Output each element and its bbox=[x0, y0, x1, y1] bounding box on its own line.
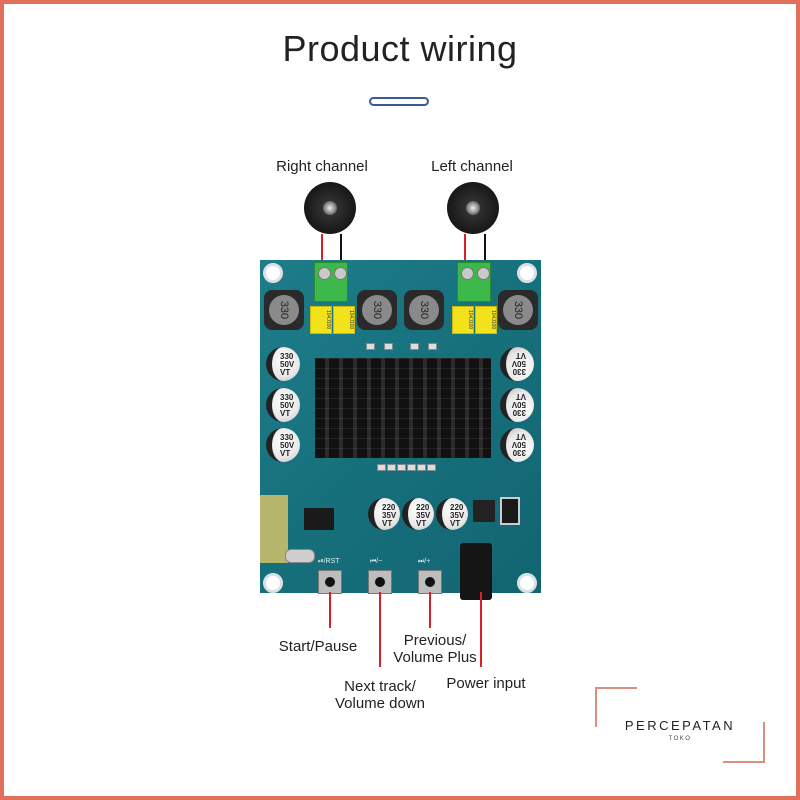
left-speaker-terminal bbox=[457, 262, 491, 302]
start-pause-pointer bbox=[329, 592, 331, 628]
heatsink bbox=[315, 358, 491, 458]
page-title: Product wiring bbox=[282, 28, 518, 69]
previous-label-line1: Previous/ bbox=[403, 632, 467, 649]
inductor: 330 bbox=[404, 290, 444, 330]
next-track-button[interactable] bbox=[368, 570, 392, 594]
mounting-hole bbox=[263, 263, 283, 283]
previous-silkscreen: ⏭/+ bbox=[418, 558, 431, 565]
film-capacitor: 104J100 bbox=[452, 306, 474, 334]
brand-subtitle: TOKO bbox=[668, 736, 692, 742]
title-underline-pill bbox=[369, 97, 429, 106]
film-capacitor: 104J100 bbox=[310, 306, 332, 334]
inductor: 330 bbox=[498, 290, 538, 330]
smd-component bbox=[407, 464, 416, 471]
left-speaker-icon bbox=[447, 182, 499, 234]
smd-component bbox=[387, 464, 396, 471]
next-track-label-line2: Volume down bbox=[334, 695, 426, 712]
right-speaker-terminal bbox=[314, 262, 348, 302]
right-channel-label: Right channel bbox=[276, 158, 368, 175]
film-capacitor: 104J100 bbox=[333, 306, 355, 334]
smd-component bbox=[384, 343, 393, 350]
voltage-regulator bbox=[473, 500, 495, 522]
inductor: 330 bbox=[357, 290, 397, 330]
smd-component bbox=[377, 464, 386, 471]
smd-component bbox=[410, 343, 419, 350]
left-speaker-positive-wire bbox=[464, 234, 466, 274]
mounting-hole bbox=[517, 263, 537, 283]
smd-component bbox=[417, 464, 426, 471]
next-track-label-line1: Next track/ bbox=[344, 678, 416, 695]
right-speaker-negative-wire bbox=[340, 234, 342, 274]
right-speaker-icon bbox=[304, 182, 356, 234]
start-pause-silkscreen: ⏯/RST bbox=[318, 558, 340, 565]
left-speaker-negative-wire bbox=[484, 234, 486, 274]
bluetooth-chip bbox=[304, 508, 334, 530]
power-input-label: Power input bbox=[446, 675, 526, 692]
inductor: 330 bbox=[264, 290, 304, 330]
power-jack[interactable] bbox=[460, 543, 492, 600]
start-pause-button[interactable] bbox=[318, 570, 342, 594]
smd-component bbox=[397, 464, 406, 471]
bluetooth-antenna bbox=[260, 495, 288, 563]
start-pause-label: Start/Pause bbox=[278, 638, 358, 655]
mounting-hole bbox=[517, 573, 537, 593]
next-track-pointer bbox=[379, 592, 381, 667]
previous-track-button[interactable] bbox=[418, 570, 442, 594]
smd-component bbox=[366, 343, 375, 350]
previous-label-line2: Volume Plus bbox=[393, 649, 477, 666]
smd-component bbox=[428, 343, 437, 350]
logo-frame-corner bbox=[723, 722, 765, 763]
next-silkscreen: ⏮/− bbox=[370, 558, 383, 565]
mounting-hole bbox=[263, 573, 283, 593]
crystal-oscillator bbox=[285, 549, 315, 563]
right-speaker-positive-wire bbox=[321, 234, 323, 274]
diode bbox=[500, 497, 520, 525]
power-input-pointer bbox=[480, 592, 482, 667]
film-capacitor: 104J100 bbox=[475, 306, 497, 334]
logo-frame-corner bbox=[595, 687, 637, 727]
brand-name: PERCEPATAN bbox=[624, 718, 736, 733]
left-channel-label: Left channel bbox=[431, 158, 513, 175]
smd-component bbox=[427, 464, 436, 471]
previous-pointer bbox=[429, 592, 431, 628]
